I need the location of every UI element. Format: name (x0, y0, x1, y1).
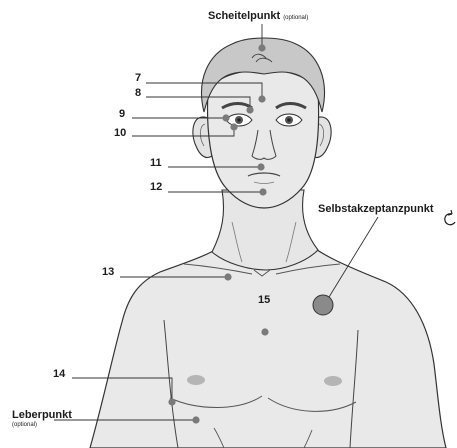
label-15: 15 (258, 294, 270, 306)
leberpunkt-note: (optional) (12, 422, 37, 428)
point-7 (258, 95, 265, 102)
point-11 (257, 163, 264, 170)
left-nipple (187, 375, 205, 385)
point-12 (259, 188, 266, 195)
label-14: 14 (53, 368, 65, 380)
point-leber (192, 416, 199, 423)
label-13: 13 (102, 266, 114, 278)
label-11: 11 (150, 157, 162, 169)
label-scheitelpunkt: Scheitelpunkt (optional) (208, 10, 308, 24)
point-13 (224, 273, 231, 280)
point-15 (261, 328, 268, 335)
point-14 (168, 398, 175, 405)
label-12: 12 (150, 181, 162, 193)
point-8 (246, 106, 253, 113)
label-9: 9 (119, 108, 125, 120)
point-selbstakzeptanz (313, 295, 333, 315)
label-selbstakzeptanzpunkt: Selbstakzeptanzpunkt (318, 203, 434, 215)
face (208, 70, 319, 208)
circular-arrow-icon (445, 210, 455, 225)
point-10 (230, 123, 237, 130)
label-leberpunkt: Leberpunkt (12, 409, 72, 421)
label-7: 7 (135, 72, 141, 84)
scheitel-note: (optional) (283, 15, 308, 21)
point-scheitel (258, 44, 265, 51)
point-9 (222, 114, 229, 121)
label-10: 10 (114, 127, 126, 139)
right-nipple (324, 376, 342, 386)
scheitel-title: Scheitelpunkt (208, 10, 280, 22)
label-8: 8 (135, 87, 141, 99)
